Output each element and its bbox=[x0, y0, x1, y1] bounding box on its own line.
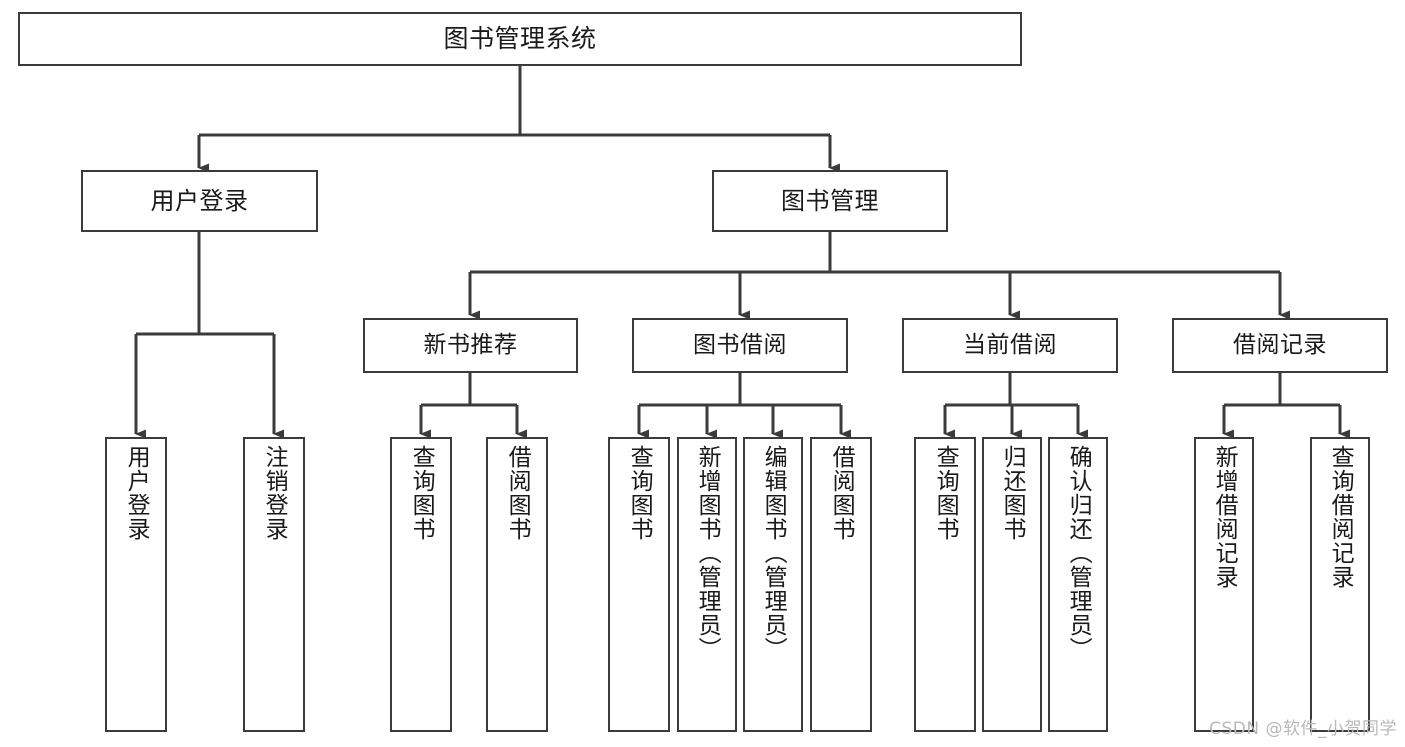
node-label: 查询图书 bbox=[408, 445, 435, 541]
node-leaf-record-add-record[interactable]: 新增借阅记录 bbox=[1194, 437, 1254, 732]
node-label: 查询图书 bbox=[932, 445, 959, 541]
node-leaf-current-query-books[interactable]: 查询图书 bbox=[914, 437, 976, 732]
node-leaf-borrow-query-books[interactable]: 查询图书 bbox=[608, 437, 670, 732]
node-label: 图书管理系统 bbox=[443, 24, 597, 54]
node-book-borrowing[interactable]: 图书借阅 bbox=[632, 318, 848, 373]
node-label: 查询图书 bbox=[626, 445, 653, 541]
node-leaf-newbook-query-books[interactable]: 查询图书 bbox=[390, 437, 452, 732]
node-label: 借阅图书 bbox=[504, 445, 531, 541]
node-label: 借阅图书 bbox=[828, 445, 855, 541]
node-leaf-borrow-edit-book-admin[interactable]: 编辑图书（管理员） bbox=[743, 437, 803, 732]
watermark-text: CSDN @软件_小贺同学 bbox=[1209, 719, 1397, 739]
node-current-borrowing[interactable]: 当前借阅 bbox=[902, 318, 1118, 373]
node-label: 编辑图书（管理员） bbox=[760, 445, 787, 661]
node-label: 确认归还（管理员） bbox=[1065, 445, 1092, 661]
node-leaf-borrow-add-book-admin[interactable]: 新增图书（管理员） bbox=[677, 437, 737, 732]
node-borrowing-record[interactable]: 借阅记录 bbox=[1172, 318, 1388, 373]
node-label: 新增借阅记录 bbox=[1211, 445, 1238, 589]
node-new-book-recommendation[interactable]: 新书推荐 bbox=[363, 318, 578, 373]
node-leaf-newbook-borrow-books[interactable]: 借阅图书 bbox=[486, 437, 548, 732]
node-leaf-current-confirm-return-admin[interactable]: 确认归还（管理员） bbox=[1048, 437, 1108, 732]
node-label: 借阅记录 bbox=[1233, 331, 1327, 358]
node-label: 用户登录 bbox=[150, 186, 249, 215]
node-label: 注销登录 bbox=[261, 445, 288, 541]
node-label: 查询借阅记录 bbox=[1327, 445, 1354, 589]
node-leaf-logout[interactable]: 注销登录 bbox=[243, 437, 305, 732]
node-leaf-current-return-books[interactable]: 归还图书 bbox=[982, 437, 1042, 732]
node-label: 新书推荐 bbox=[423, 331, 518, 358]
node-label: 用户登录 bbox=[123, 445, 150, 541]
node-leaf-user-login[interactable]: 用户登录 bbox=[105, 437, 167, 732]
node-label: 当前借阅 bbox=[963, 331, 1057, 358]
node-label: 图书借阅 bbox=[693, 331, 787, 358]
node-label: 图书管理 bbox=[781, 186, 879, 215]
node-leaf-borrow-borrow-books[interactable]: 借阅图书 bbox=[810, 437, 872, 732]
node-label: 新增图书（管理员） bbox=[694, 445, 721, 661]
node-root-book-management-system[interactable]: 图书管理系统 bbox=[18, 12, 1022, 66]
node-book-management[interactable]: 图书管理 bbox=[712, 170, 948, 232]
node-user-login[interactable]: 用户登录 bbox=[81, 170, 318, 232]
node-leaf-record-query-record[interactable]: 查询借阅记录 bbox=[1310, 437, 1370, 732]
node-label: 归还图书 bbox=[999, 445, 1026, 541]
